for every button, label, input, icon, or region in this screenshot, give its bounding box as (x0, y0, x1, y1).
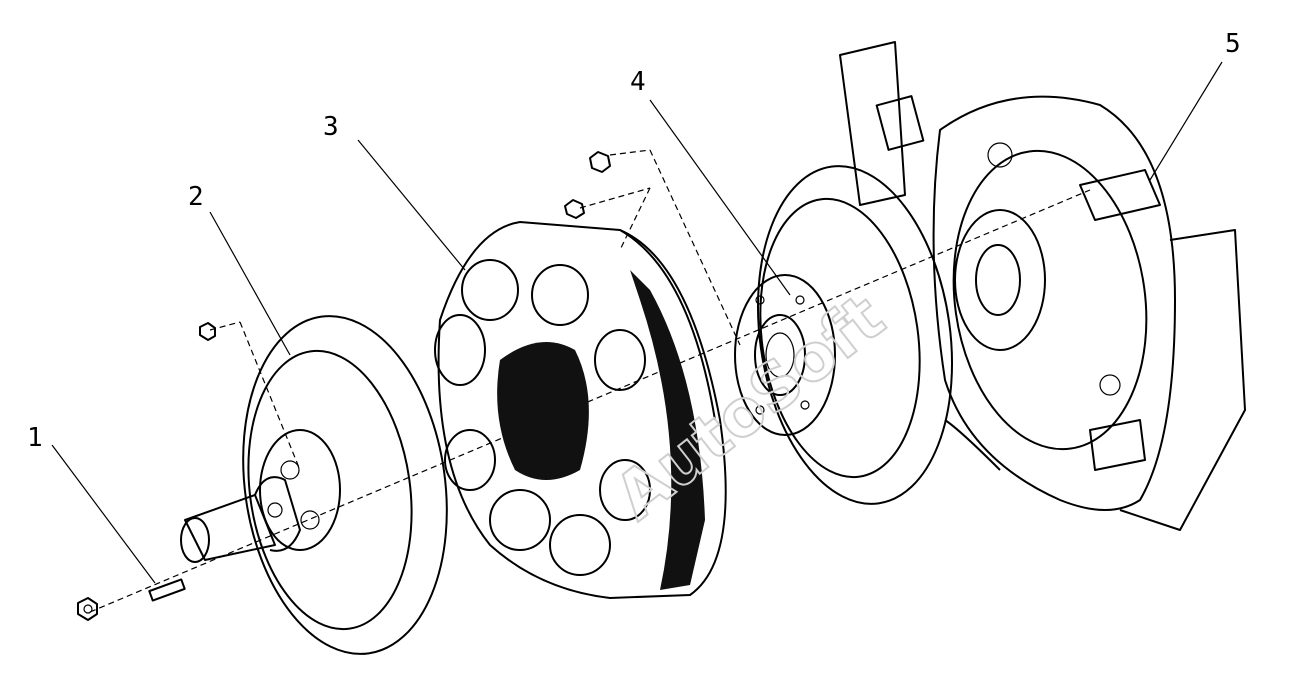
bell-housing-part (839, 41, 1246, 531)
part-label-3: 3 (323, 112, 339, 142)
assembly-axis-lines (89, 149, 1091, 613)
yoke-flange-part (180, 315, 448, 655)
part-label-1: 1 (27, 423, 43, 453)
elastic-coupling-part (434, 151, 727, 599)
disc-flange-part (734, 165, 954, 505)
bolt-part (77, 578, 186, 621)
leader-lines (51, 61, 1223, 584)
part-label-2: 2 (188, 182, 204, 212)
part-label-5: 5 (1225, 29, 1241, 59)
part-label-4: 4 (630, 67, 646, 97)
